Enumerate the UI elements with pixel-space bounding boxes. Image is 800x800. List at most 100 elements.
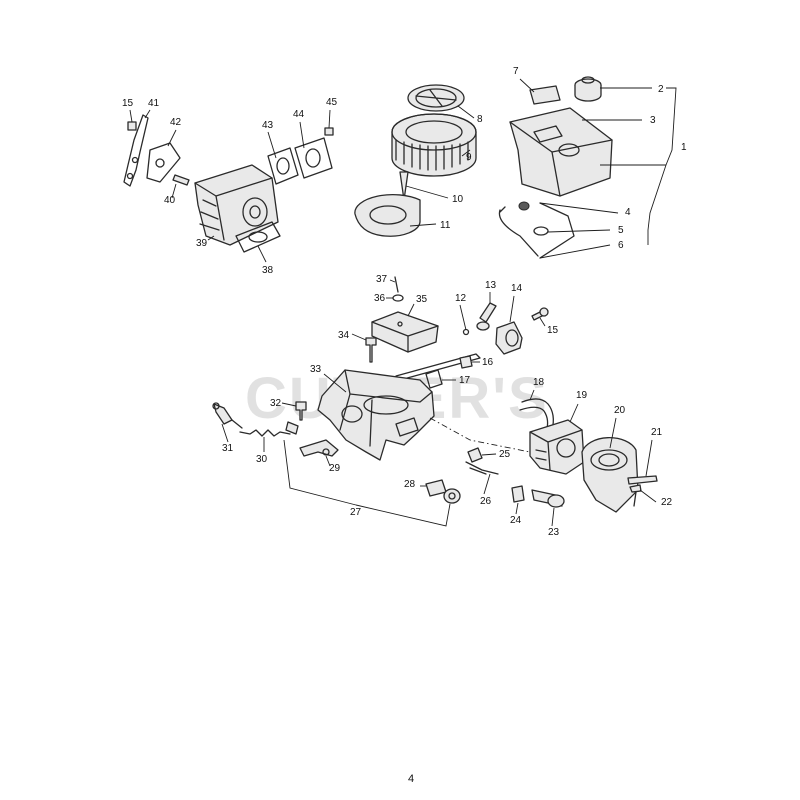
callout-10: 10 (452, 194, 464, 205)
callout-20: 20 (614, 405, 626, 416)
callout-26: 26 (480, 496, 492, 507)
leader-line-44 (299, 121, 305, 149)
callout-leaders (129, 78, 677, 527)
fuel-line (498, 206, 539, 257)
decal-label (529, 85, 561, 105)
bolt-icon (365, 337, 377, 363)
callout-18: 18 (533, 377, 545, 388)
leader-line-33 (323, 373, 347, 393)
callout-42: 42 (170, 117, 182, 128)
intake-boot (495, 321, 523, 355)
assembly-axis (429, 417, 531, 453)
long-screw (627, 475, 658, 485)
leader-line-5 (547, 229, 611, 233)
muffler-bracket (123, 114, 149, 187)
callout-30: 30 (256, 454, 268, 465)
leader-line-15 (129, 109, 133, 123)
group-bracket-1 (647, 87, 677, 245)
leader-line-42 (167, 129, 177, 147)
leader-line-45 (328, 109, 331, 129)
callout-17: 17 (459, 375, 471, 386)
muffler-insert (267, 147, 299, 185)
leader-line-29 (325, 455, 331, 467)
link (467, 447, 483, 463)
page-number: 4 (408, 773, 414, 785)
leader-line-41 (144, 109, 151, 119)
callout-3: 3 (650, 115, 656, 126)
callout-40: 40 (164, 195, 176, 206)
leader-line-26 (483, 473, 491, 495)
callout-5: 5 (618, 225, 624, 236)
callout-8: 8 (477, 114, 483, 125)
callout-25: 25 (499, 449, 511, 460)
callout-44: 44 (293, 109, 305, 120)
leader-line-37 (389, 279, 396, 283)
tank-cover (509, 107, 613, 197)
callout-21: 21 (651, 427, 663, 438)
callout-45: 45 (326, 97, 338, 108)
pin (394, 276, 399, 293)
group-bracket-27 (355, 503, 451, 527)
air-intake (581, 437, 639, 513)
leader-line-40 (171, 183, 177, 199)
bracket-plate (425, 479, 447, 497)
callout-19: 19 (576, 390, 588, 401)
leader-line-9 (461, 149, 471, 157)
throttle-lever (299, 439, 339, 457)
callout-6: 6 (618, 240, 624, 251)
muffler-group (123, 114, 334, 253)
callout-35: 35 (416, 294, 428, 305)
callout-16: 16 (482, 357, 494, 368)
callout-13: 13 (485, 280, 497, 291)
tank-cover-group (498, 76, 613, 259)
callout-43: 43 (262, 120, 274, 131)
leader-line-20 (609, 417, 617, 449)
screw-icon (127, 121, 137, 131)
leader-line-11 (409, 223, 437, 227)
leader-line-24 (515, 502, 519, 515)
callout-11: 11 (440, 220, 451, 231)
screw-icon (295, 401, 307, 421)
reed-block (371, 311, 439, 353)
callout-28: 28 (404, 479, 416, 490)
leader-line-21 (645, 439, 653, 477)
adjust-screw (479, 302, 497, 323)
air-filter-group (354, 84, 477, 237)
callout-36: 36 (374, 293, 386, 304)
leader-line-22 (639, 489, 657, 503)
callout-24: 24 (510, 515, 522, 526)
leader-line-12 (459, 304, 467, 331)
callout-22: 22 (661, 497, 673, 508)
grommet (443, 488, 461, 504)
bolt-icon (172, 174, 190, 186)
callout-2: 2 (658, 84, 664, 95)
callout-41: 41 (148, 98, 160, 109)
leader-line-31 (221, 423, 229, 443)
leader-line-38 (257, 245, 267, 263)
leader-line-8 (457, 105, 475, 119)
filter-ring (533, 226, 549, 236)
nut (459, 355, 473, 369)
callout-31: 31 (222, 443, 234, 454)
filter-base (354, 193, 421, 237)
callout-38: 38 (262, 265, 274, 276)
leader-line-15 (539, 317, 546, 327)
muffler-plate (146, 142, 181, 183)
leader-line-19 (569, 403, 579, 423)
leader-line-14 (509, 295, 515, 323)
callout-27: 27 (350, 507, 362, 518)
exhaust-gasket (294, 137, 333, 179)
leader-line-23 (551, 507, 555, 527)
muffler-body (194, 164, 279, 246)
callout-15: 15 (122, 98, 134, 109)
leader-line-10 (405, 185, 449, 199)
engine-group (212, 276, 658, 513)
callout-34: 34 (338, 330, 350, 341)
leader-line-35 (407, 303, 415, 317)
screw-icon (324, 127, 334, 136)
leader-line-18 (529, 389, 535, 401)
crankcase-housing (317, 369, 435, 461)
callout-1: 1 (681, 142, 687, 153)
callout-23: 23 (548, 527, 560, 538)
